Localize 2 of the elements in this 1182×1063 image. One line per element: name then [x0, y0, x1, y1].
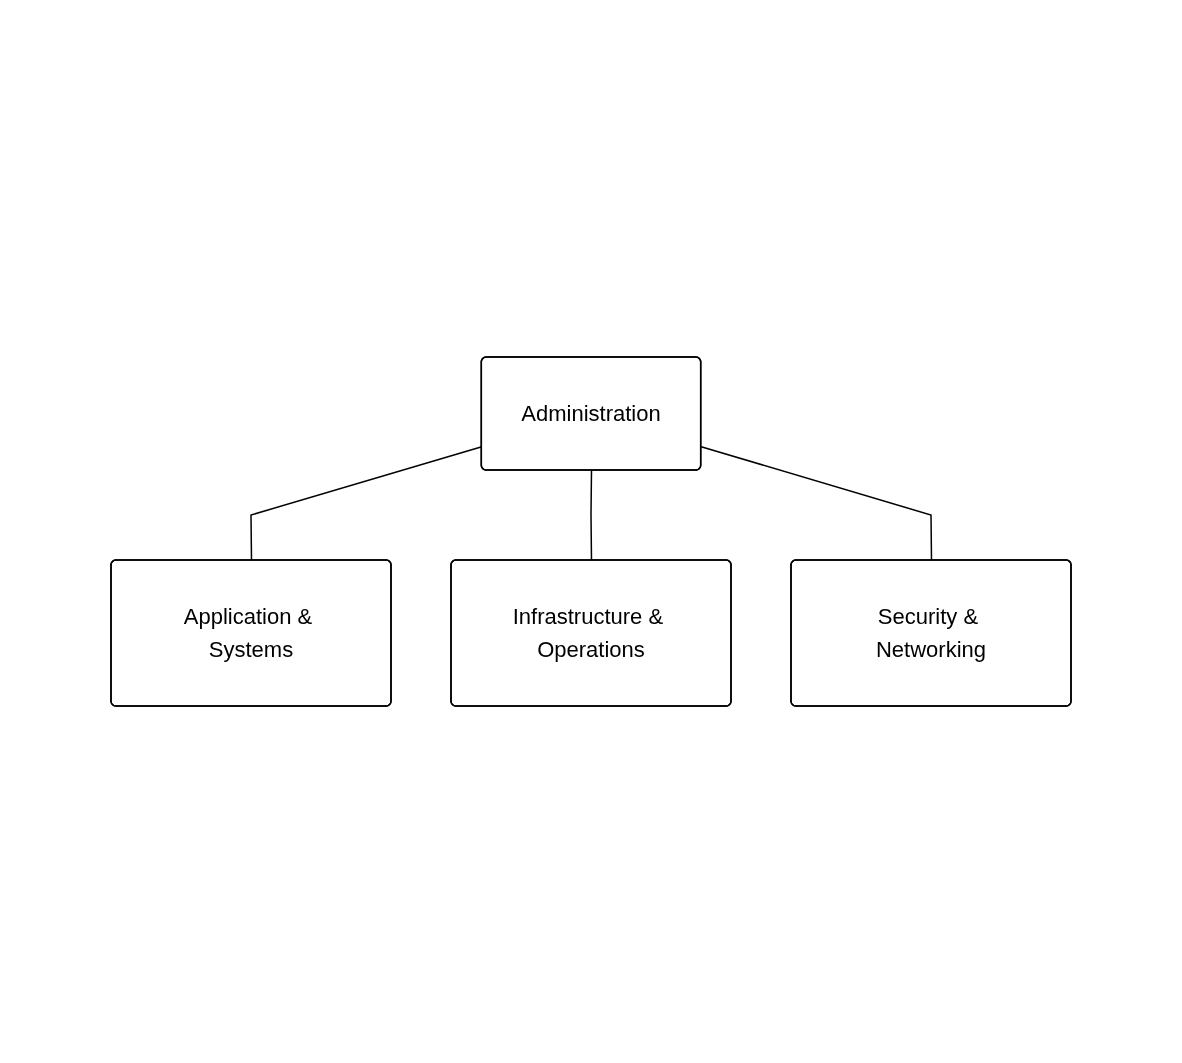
connector	[590, 469, 593, 562]
connector	[700, 446, 933, 562]
